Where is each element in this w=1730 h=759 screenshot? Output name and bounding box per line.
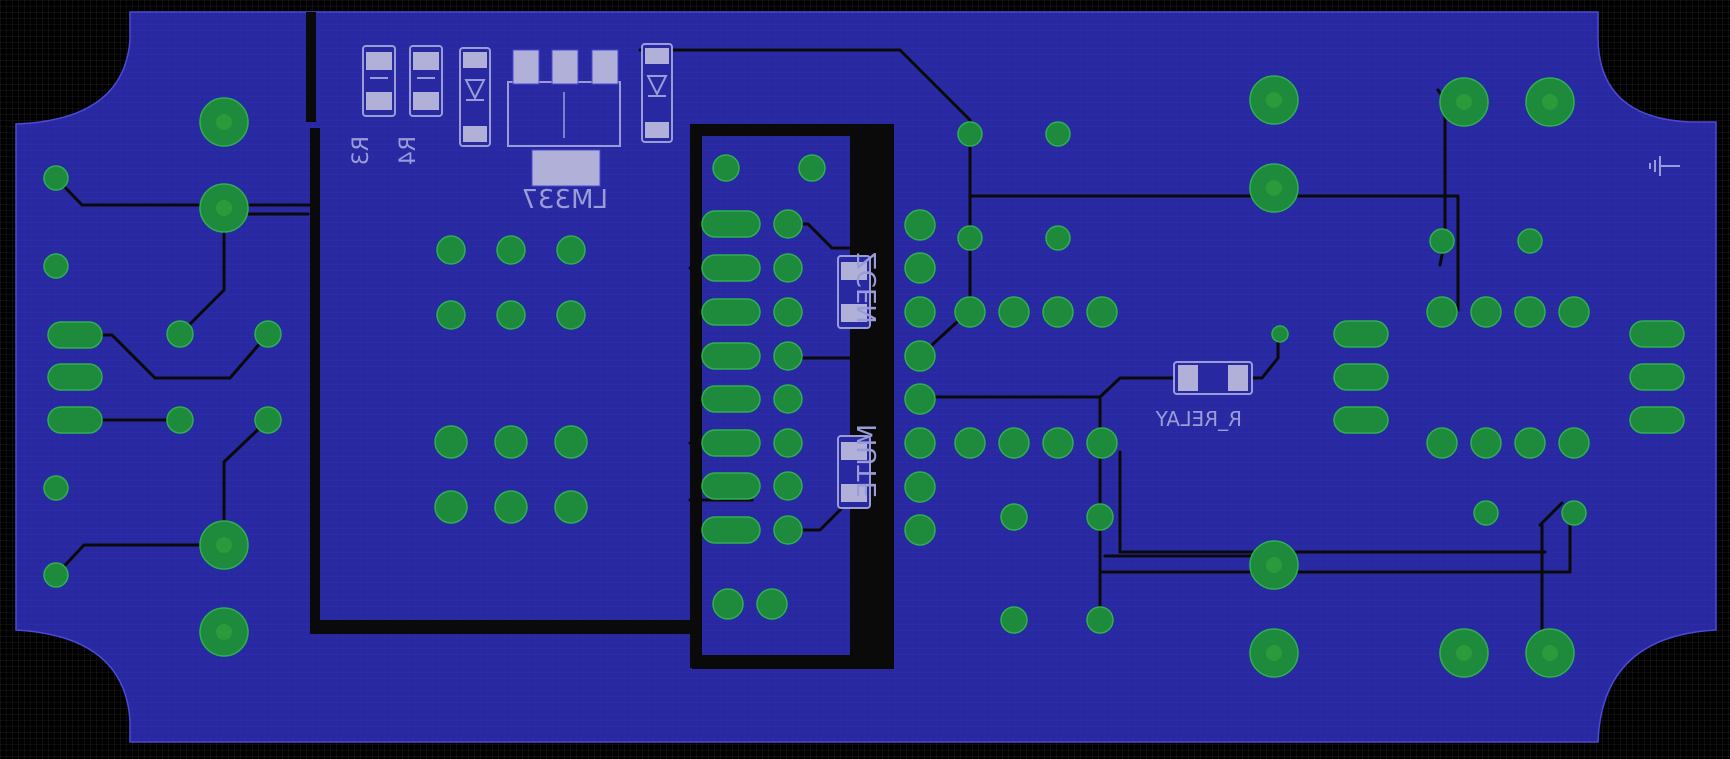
r4-resistor [409,45,443,117]
label-r-relay: R_RELAY [1155,407,1242,431]
r-relay-resistor [1173,361,1253,395]
lm337-regulator [507,49,621,187]
zcen-resistor [837,255,871,329]
diode-d1 [459,47,491,147]
label-mute: MUTE [853,424,883,498]
mute-resistor [837,435,871,509]
r3-resistor [362,45,396,117]
silkscreen-labels: R3 R4 LM337 ZCEN MUTE R_RELAY [349,136,1242,498]
label-r3: R3 [349,136,374,165]
ground-icon [1649,156,1680,176]
label-zcen: ZCEN [853,252,883,324]
drill-holes [216,92,1558,661]
isolation-gaps [306,12,894,669]
label-lm337: LM337 [521,185,608,215]
label-r4: R4 [396,136,421,165]
smd-parts [362,43,1253,509]
diode-d2 [641,43,673,143]
